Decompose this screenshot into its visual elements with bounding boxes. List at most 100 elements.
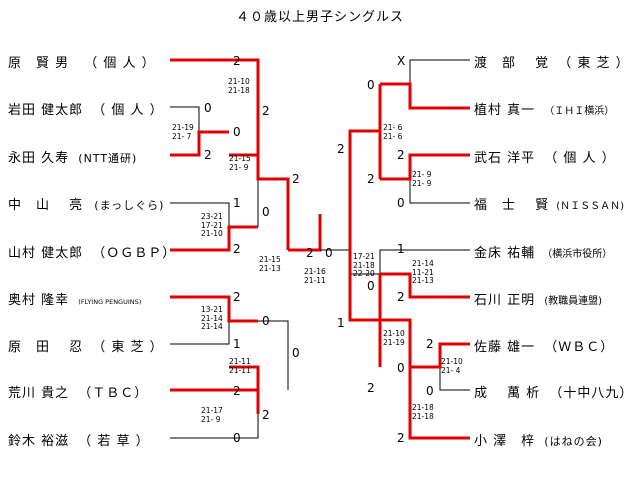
player-affiliation: (NTT通研) bbox=[78, 152, 138, 165]
player-affiliation: （十中八九） bbox=[549, 386, 634, 401]
game-score: 21-10 21-18 bbox=[228, 77, 250, 95]
winner-path bbox=[348, 250, 382, 322]
player-left-1: 原 賢 男 （ 個 人 ） bbox=[8, 52, 156, 71]
match-score: 0 bbox=[397, 196, 405, 210]
player-name: 岩田 健太郎 bbox=[8, 103, 84, 118]
player-affiliation: （ＴＢＣ） bbox=[78, 386, 149, 401]
player-left-7: 原 田 忍 （ 東 芝 ） bbox=[8, 336, 164, 355]
winner-path bbox=[170, 295, 258, 323]
winner-path bbox=[380, 272, 470, 299]
player-affiliation: （ＩＨＩ横浜） bbox=[544, 106, 615, 117]
match-score: 2 bbox=[262, 104, 270, 118]
player-left-4: 中 山 亮 (まっしぐら) bbox=[8, 194, 164, 213]
match-score: 2 bbox=[397, 148, 405, 162]
winner-path bbox=[170, 58, 260, 108]
match-score: 2 bbox=[233, 54, 241, 68]
player-name: 植村 真一 bbox=[474, 103, 536, 118]
game-score: 21-18 21-18 bbox=[412, 403, 434, 421]
player-right-9: 小 澤 梓 (はねの会) bbox=[474, 430, 603, 449]
match-score: 2 bbox=[233, 242, 241, 256]
player-name: 石川 正明 bbox=[474, 293, 536, 308]
winner-path bbox=[408, 367, 470, 440]
match-score: 2 bbox=[233, 384, 241, 398]
match-score: 1 bbox=[397, 242, 405, 256]
winner-path bbox=[229, 365, 260, 414]
player-left-5: 山村 健太郎 （ＯＧＢＰ） bbox=[8, 242, 176, 261]
player-right-5: 金床 祐輔 （横浜市役所） bbox=[474, 242, 612, 261]
player-affiliation: （横浜市役所） bbox=[542, 249, 613, 260]
match-score: 0 bbox=[233, 431, 241, 445]
winner-path bbox=[256, 131, 290, 250]
game-score: 21- 6 21- 6 bbox=[383, 123, 403, 141]
link bbox=[409, 179, 470, 204]
player-affiliation: （ 個 人 ） bbox=[92, 103, 164, 118]
player-left-6: 奥村 隆幸 (FLYING PENGUINS) bbox=[8, 289, 141, 308]
player-affiliation: (ＮＩＳＳＡＮ) bbox=[556, 201, 625, 212]
match-score: 2 bbox=[397, 431, 405, 445]
player-left-9: 鈴木 裕滋 （ 若 草 ） bbox=[8, 430, 150, 449]
match-score: 0 bbox=[262, 205, 270, 219]
game-score: 21-10 21- 4 bbox=[441, 357, 463, 375]
player-name: 福 士 賢 bbox=[474, 198, 550, 213]
player-name: 原 賢 男 bbox=[8, 56, 70, 71]
game-score: 21-19 21- 7 bbox=[172, 123, 194, 141]
game-score: 13-21 21-14 21-14 bbox=[201, 305, 223, 331]
player-name: 渡 部 覚 bbox=[474, 56, 550, 71]
winner-path bbox=[348, 84, 382, 250]
player-right-3: 武石 洋平 （ 個 人 ） bbox=[474, 147, 616, 166]
player-right-4: 福 士 賢 (ＮＩＳＳＡＮ) bbox=[474, 194, 624, 213]
winner-path bbox=[170, 130, 229, 157]
match-score: 2 bbox=[367, 172, 375, 186]
game-score: 21-15 21-13 bbox=[259, 255, 281, 273]
match-score: 2 bbox=[397, 290, 405, 304]
player-right-7: 佐藤 雄一 （ＷＢＣ） bbox=[474, 336, 614, 355]
match-score: 1 bbox=[233, 196, 241, 210]
player-name: 中 山 亮 bbox=[8, 198, 84, 213]
player-name: 原 田 忍 bbox=[8, 340, 84, 355]
game-score: 21-14 11-21 21-13 bbox=[412, 259, 434, 285]
page-title: ４０歳以上男子シングルス bbox=[235, 10, 404, 25]
match-score: 2 bbox=[233, 290, 241, 304]
game-score: 21-10 21-19 bbox=[383, 329, 405, 347]
game-score: 17-21 21-18 22-20 bbox=[353, 252, 375, 278]
match-score: 1 bbox=[337, 316, 345, 330]
match-score: 0 bbox=[426, 384, 434, 398]
link bbox=[170, 321, 230, 345]
game-score: 21- 9 21- 9 bbox=[412, 170, 432, 188]
game-score: 23-21 17-21 21-10 bbox=[201, 212, 223, 238]
player-name: 佐藤 雄一 bbox=[474, 340, 536, 355]
player-affiliation: （ 若 草 ） bbox=[78, 434, 150, 449]
final-score-right: 0 bbox=[325, 246, 333, 260]
link bbox=[409, 59, 470, 84]
winner-path bbox=[410, 342, 470, 369]
link bbox=[439, 367, 470, 391]
winner-path bbox=[378, 318, 412, 390]
match-score: 0 bbox=[204, 101, 212, 115]
match-score: 0 bbox=[233, 125, 241, 139]
player-name: 山村 健太郎 bbox=[8, 246, 84, 261]
player-left-8: 荒川 貴之 （ＴＢＣ） bbox=[8, 382, 148, 401]
match-score: 0 bbox=[292, 346, 300, 360]
match-score: 0 bbox=[367, 78, 375, 92]
player-left-3: 永田 久寿 (NTT通研) bbox=[8, 147, 137, 166]
winner-path bbox=[288, 214, 322, 252]
player-affiliation: (FLYING PENGUINS) bbox=[78, 298, 142, 306]
player-name: 金床 祐輔 bbox=[474, 246, 536, 261]
player-left-2: 岩田 健太郎 （ 個 人 ） bbox=[8, 99, 164, 118]
player-affiliation: （ＯＧＢＰ） bbox=[92, 246, 177, 261]
final-score-left: 2 bbox=[306, 246, 314, 260]
player-name: 成 萬 析 bbox=[474, 386, 541, 401]
player-affiliation: （ 東 芝 ） bbox=[92, 340, 164, 355]
winner-path bbox=[380, 82, 470, 110]
player-affiliation: （ 個 人 ） bbox=[84, 56, 156, 71]
winner-path bbox=[170, 225, 258, 252]
match-score: 2 bbox=[367, 381, 375, 395]
game-score: 21-11 21-11 bbox=[229, 357, 251, 375]
player-name: 永田 久寿 bbox=[8, 151, 70, 166]
match-score: 2 bbox=[426, 337, 434, 351]
match-score: 2 bbox=[292, 172, 300, 186]
game-score: 21-17 21- 9 bbox=[201, 406, 223, 424]
match-score: 2 bbox=[337, 142, 345, 156]
player-right-8: 成 萬 析 （十中八九） bbox=[474, 382, 633, 401]
